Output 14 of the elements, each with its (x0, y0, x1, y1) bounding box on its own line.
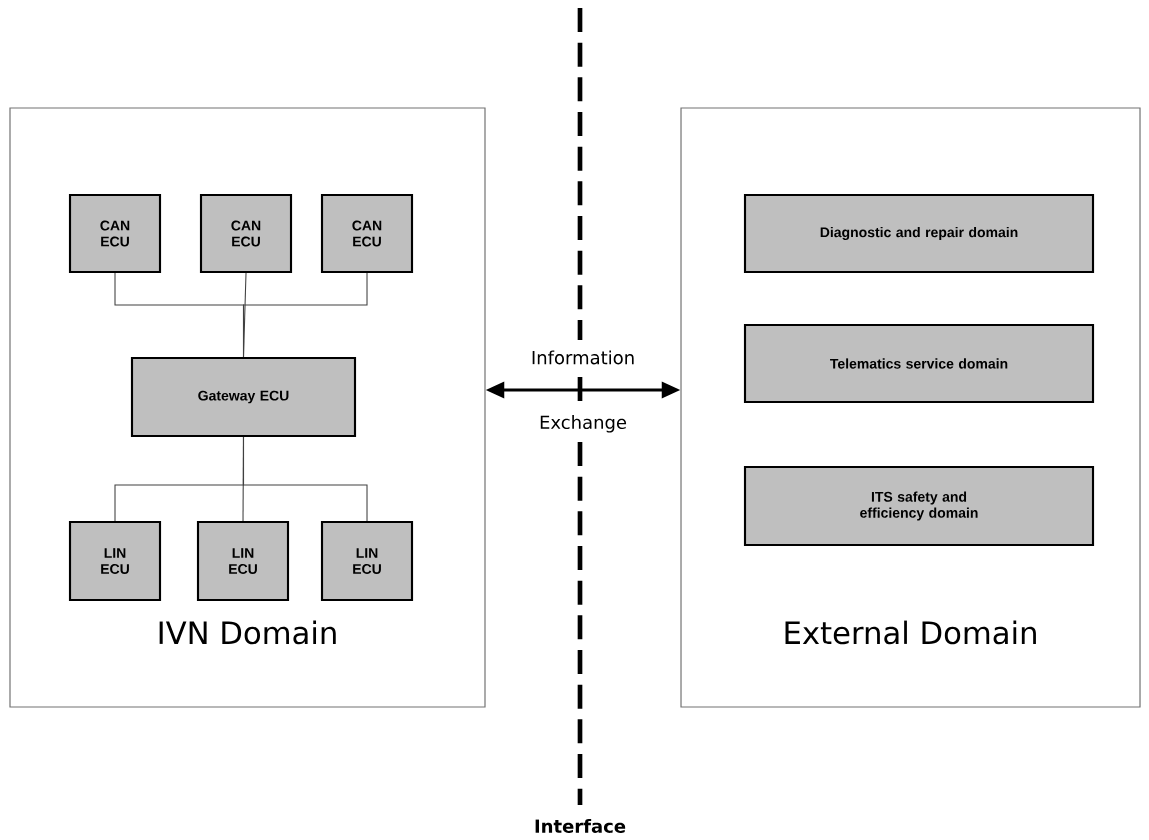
edge-label: Information Exchange (532, 350, 634, 433)
ecu-box: Diagnostic and repair domain (743, 193, 1095, 274)
ecu-box: Telematics service domain (743, 323, 1095, 404)
bus-line (242, 272, 368, 358)
ecu-box: LIN ECU (68, 520, 162, 602)
ecu-box: LIN ECU (320, 520, 414, 602)
ecu-box: CAN ECU (68, 193, 162, 274)
interface-label: Interface (535, 819, 626, 833)
ecu-box: CAN ECU (199, 193, 293, 274)
ecu-box: Gateway ECU (130, 356, 357, 438)
ecu-box: LIN ECU (196, 520, 290, 602)
bus-line (242, 436, 368, 522)
ecu-box: ITS safety and efficiency domain (743, 465, 1095, 547)
ecu-box: CAN ECU (320, 193, 414, 274)
